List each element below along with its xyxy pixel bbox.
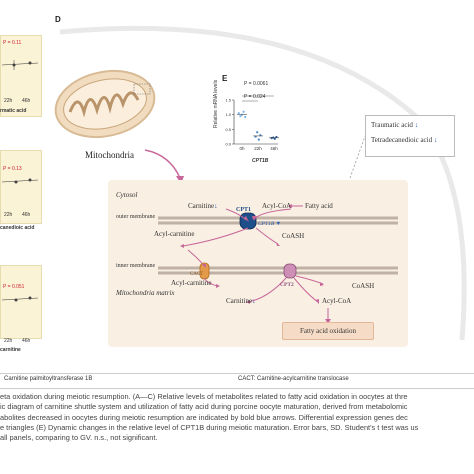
- mitochondrion-illustration: [54, 70, 156, 138]
- panel-a-label: rmatic acid: [0, 108, 27, 114]
- label-inner-membrane: inner membrane: [116, 263, 156, 269]
- chart-e-xtick-label: 22h: [254, 146, 262, 151]
- label-cact: CACT: [190, 272, 204, 277]
- figure-caption: eta oxidation during meiotic resumption.…: [0, 392, 474, 443]
- label-acylcarnitine-1: Acyl-carnitine: [154, 230, 195, 238]
- chart-e-plot: 0.0 0.5 1.0 1.5 0h 22h 46h: [225, 95, 279, 151]
- panel-c-tick2: 46h: [22, 338, 31, 344]
- chart-e-point: [239, 115, 242, 118]
- panel-b: [0, 150, 42, 224]
- metabolite-2-arrow: ↓: [433, 136, 438, 144]
- chart-e-pvalue-mid: P = 0.024: [244, 94, 266, 100]
- caption-line-4: e triangles (E) Dynamic changes in the r…: [0, 422, 419, 432]
- panel-c-plot: [1, 296, 39, 302]
- chart-e-ytick-label: 0.5: [225, 127, 231, 132]
- caption-line-3: abolites decreased in oocytes during mei…: [0, 412, 408, 422]
- caption-line-1: eta oxidation during meiotic resumption.…: [0, 392, 408, 401]
- panel-c: [0, 265, 42, 339]
- label-coash-2: CoASH: [352, 282, 375, 290]
- chart-e-xtick-label: 0h: [239, 146, 245, 151]
- panel-a: [0, 35, 42, 117]
- metabolite-2: Tetradecanedioic acid ↓: [371, 136, 437, 144]
- metabolite-2-name: Tetradecanedioic acid: [371, 136, 433, 144]
- chart-e-point: [273, 137, 276, 140]
- fatty-acid-oxidation-box: Fatty acid oxidation: [282, 322, 374, 340]
- label-cpt1b: CPT1B ▼: [258, 221, 282, 227]
- label-cpt1: CPT1: [236, 207, 251, 213]
- cpt1b-text: CPT1B: [258, 221, 275, 227]
- panel-d-letter: D: [55, 15, 61, 24]
- label-fatty-acid: Fatty acid: [305, 202, 333, 210]
- label-acylcoa-top: Acyl-CoA: [262, 202, 292, 210]
- carnitine-shuttle-diagram: [108, 180, 408, 347]
- label-carnitine-top: Carnitine↓: [188, 202, 218, 210]
- carnitine-top-arrow: ↓: [214, 202, 218, 210]
- chart-e-point: [275, 135, 278, 139]
- chart-e-point: [244, 115, 247, 119]
- chart-e-ytick-label: 1.5: [225, 98, 231, 103]
- diagram-graphics: [158, 204, 398, 324]
- caption-line-2: ic diagram of carnitine shuttle system a…: [0, 402, 408, 412]
- panel-a-pvalue: P = 0.11: [3, 40, 22, 46]
- label-cytosol: Cytosol: [116, 191, 138, 199]
- panel-b-plot: [1, 178, 39, 184]
- panel-b-tick1: 22h: [4, 212, 13, 218]
- chart-e-xtick-label: 46h: [270, 146, 278, 151]
- label-coash-1: CoASH: [282, 232, 305, 240]
- chart-e-ytick-label: 1.0: [225, 112, 231, 117]
- chart-e-ylabel: Relative mRNA levels: [213, 79, 219, 128]
- label-cpt2: CPT2: [280, 282, 294, 288]
- panel-a-plot: [1, 60, 39, 70]
- metabolite-1-arrow: ↓: [414, 121, 419, 129]
- abbreviation-legend: [0, 373, 474, 389]
- panel-b-label: canedioic acid: [0, 225, 35, 231]
- legend-left: Carnitine palmitoyltransferase 1B: [4, 376, 93, 382]
- chart-e-gene: CPT1B: [252, 158, 269, 164]
- panel-a-tick1: 22h: [4, 98, 13, 104]
- panel-a-tick2: 46h: [22, 98, 31, 104]
- label-mito-matrix: Mitochondria matrix: [116, 289, 175, 297]
- chart-e-point: [272, 136, 275, 139]
- caption-line-5: all panels, comparing to GV. n.s., not s…: [0, 433, 158, 443]
- legend-right: CACT: Carnitine-acylcarnitine translocas…: [238, 376, 349, 382]
- carnitine-bottom-arrow: ↓: [252, 297, 256, 305]
- chart-e-point: [242, 110, 245, 113]
- label-carnitine-bottom: Carnitine↓: [226, 297, 256, 305]
- panel-c-pvalue: P = 0.051: [3, 284, 25, 290]
- chart-e-ytick-label: 0.0: [225, 142, 231, 147]
- label-acylcoa-bottom: Acyl-CoA: [322, 297, 352, 305]
- chart-e-point: [237, 112, 240, 115]
- chart-e-point: [256, 131, 259, 134]
- panel-b-tick2: 46h: [22, 212, 31, 218]
- panel-b-pvalue: P = 0.13: [3, 166, 22, 172]
- metabolite-1: Traumatic acid ↓: [371, 121, 418, 129]
- panel-c-label: carnitine: [0, 347, 21, 353]
- carnitine-top-text: Carnitine: [188, 202, 215, 210]
- panel-e-letter: E: [222, 74, 228, 83]
- metabolite-1-name: Traumatic acid: [371, 121, 413, 129]
- metabolite-box: [365, 115, 455, 157]
- label-acylcarnitine-2: Acyl-carnitine: [171, 279, 212, 287]
- chart-e-pvalue-top: P = 0.0061: [244, 81, 269, 87]
- panel-c-tick1: 22h: [4, 338, 13, 344]
- label-outer-membrane: outer membrane: [116, 214, 156, 220]
- carnitine-bottom-text: Carnitine: [226, 297, 253, 305]
- chart-e-point: [257, 138, 260, 141]
- mitochondria-label: Mitochondria: [85, 150, 134, 160]
